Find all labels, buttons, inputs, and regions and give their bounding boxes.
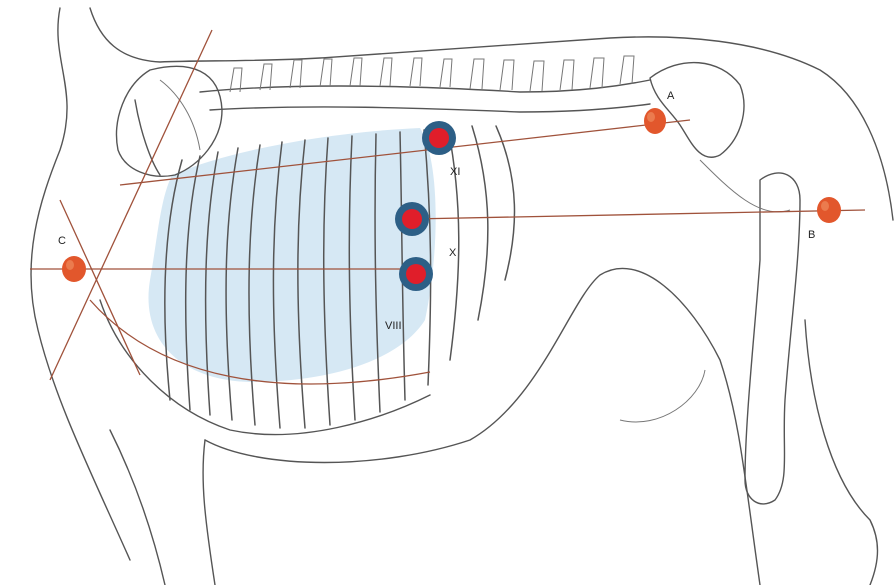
label-B: B — [808, 229, 815, 241]
landmark-C — [62, 256, 86, 282]
label-A: A — [667, 90, 675, 102]
label-rib-X: X — [449, 247, 457, 259]
landmark-B — [817, 197, 841, 223]
label-rib-VIII: VIII — [385, 320, 402, 332]
landmark-marker — [644, 108, 666, 134]
guide-line-B — [412, 210, 865, 219]
puncture-site-XI — [422, 121, 456, 155]
guide-oblique-2 — [60, 200, 140, 375]
spine — [200, 56, 650, 112]
puncture-site-VIII — [399, 257, 433, 291]
landmark-marker — [817, 197, 841, 223]
label-C: C — [58, 235, 66, 247]
puncture-site-X — [395, 202, 429, 236]
label-rib-XI: XI — [450, 166, 460, 178]
landmark-marker — [62, 256, 86, 282]
pelvis-femur — [650, 63, 800, 504]
landmark-A — [644, 108, 666, 134]
